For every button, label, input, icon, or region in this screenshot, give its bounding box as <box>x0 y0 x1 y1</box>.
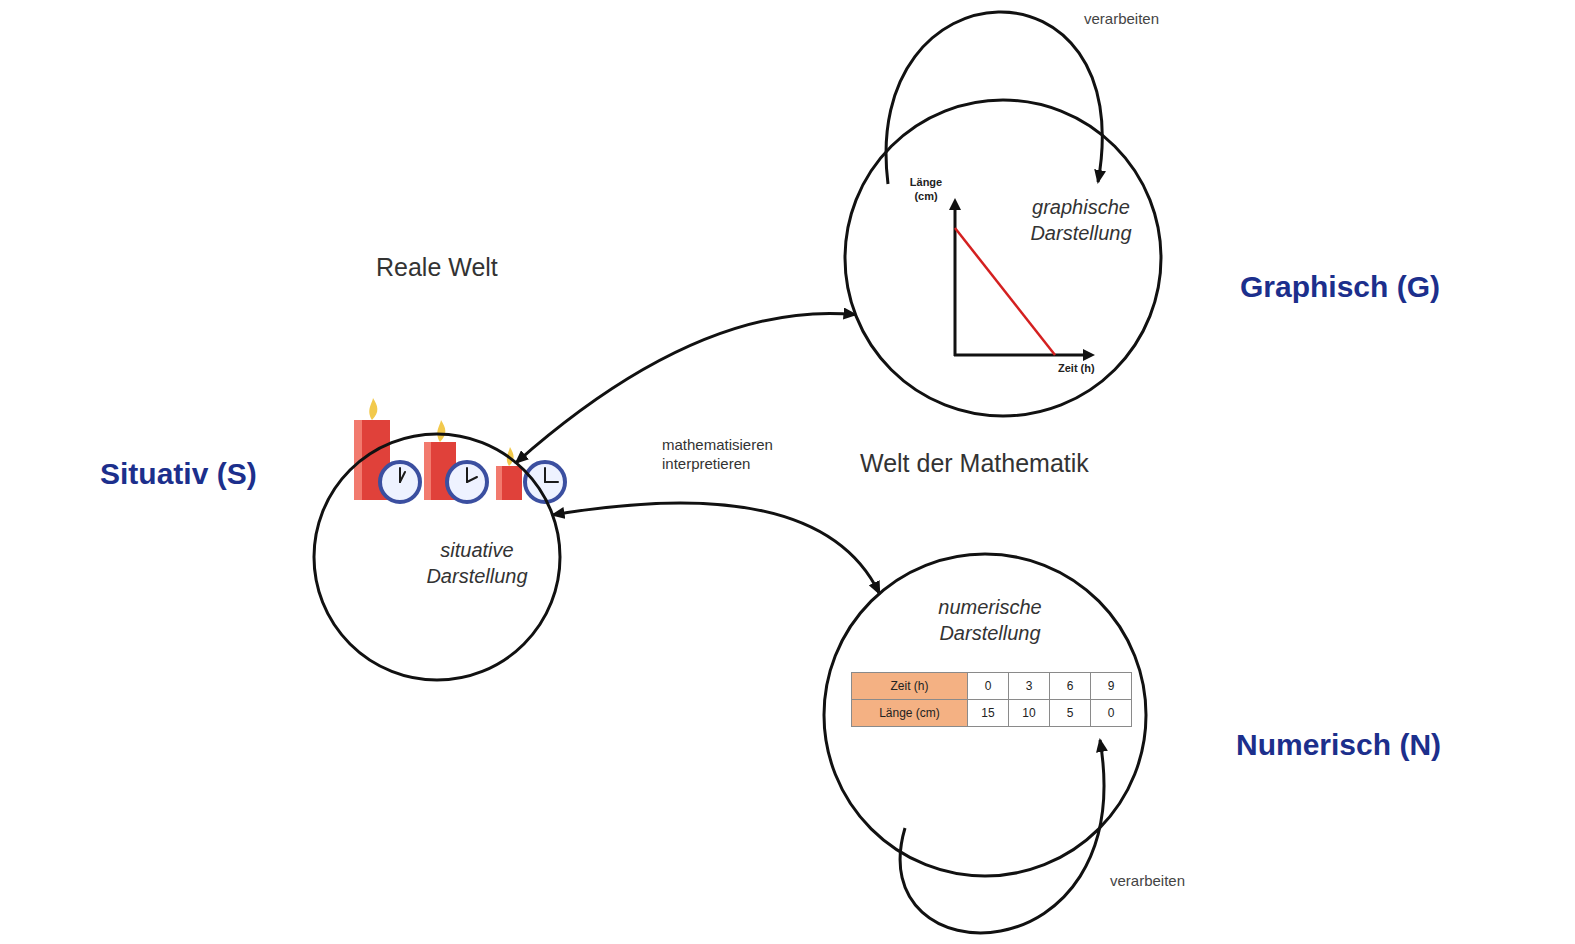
table-cell: 10 <box>1008 699 1050 727</box>
table-cell: 0 <box>1090 699 1132 727</box>
table-cell: 15 <box>967 699 1009 727</box>
graph-line <box>955 228 1055 355</box>
text-label: Welt der Mathematik <box>860 448 1089 479</box>
text-label: Situativ (S) <box>100 455 257 493</box>
text-label: Zeit (h) <box>1058 362 1095 376</box>
circle-node: situative Darstellung <box>312 432 562 682</box>
text-label: verarbeiten <box>1084 10 1159 29</box>
table-header-cell: Länge (cm) <box>851 699 968 727</box>
table-cell: 9 <box>1090 672 1132 700</box>
circle-outline <box>312 432 562 682</box>
table-cell: 5 <box>1049 699 1091 727</box>
text-label: Reale Welt <box>376 252 498 283</box>
text-label: Graphisch (G) <box>1240 268 1440 306</box>
node-text: numerische Darstellung <box>910 594 1070 646</box>
table-cell: 0 <box>967 672 1009 700</box>
clocks <box>380 462 565 502</box>
circle-shape <box>314 434 560 680</box>
connector-arrow <box>553 503 880 594</box>
text-label: Länge (cm) <box>904 176 948 204</box>
circle-shape <box>824 554 1146 876</box>
text-label: mathematisieren interpretieren <box>662 436 802 474</box>
axis-head <box>949 198 961 210</box>
table-cell: 3 <box>1008 672 1050 700</box>
loop-arrow <box>886 12 1102 184</box>
x-axis <box>954 354 1086 357</box>
loop-arrow <box>900 740 1104 933</box>
circle-shape <box>845 100 1161 416</box>
table-header-cell: Zeit (h) <box>851 672 968 700</box>
circle-node: graphische Darstellung <box>843 98 1163 418</box>
text-label: Numerisch (N) <box>1236 726 1441 764</box>
circle-outline <box>843 98 1163 418</box>
text-label: verarbeiten <box>1110 872 1185 891</box>
node-text: graphische Darstellung <box>1015 194 1147 246</box>
axis-head <box>1083 349 1095 361</box>
table-cell: 6 <box>1049 672 1091 700</box>
node-text: situative Darstellung <box>412 537 542 589</box>
